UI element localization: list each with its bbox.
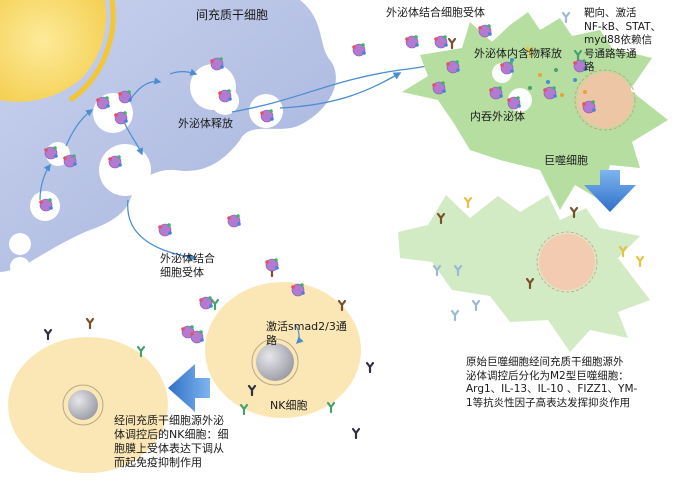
nk-cell-label: NK细胞 [270,399,308,412]
m2-nucleus-ring [536,231,598,293]
exosome-icon [63,154,77,168]
endocytosis-label: 内吞外泌体 [470,110,525,123]
big-arrow-down [584,170,636,212]
exosome-icon [210,57,224,71]
macrophage-cell [402,12,668,210]
regulated-nk-nucleus [68,390,98,420]
exosome-icon [218,89,232,103]
exosome-release-label: 外泌体释放 [178,117,233,130]
m2-macrophage-cell [398,195,650,352]
exosome-icon [265,258,279,272]
big-arrow-left [168,364,210,412]
nk-receptor-label: 外泌体结合 细胞受体 [160,252,215,279]
exosome-icon [114,111,128,125]
exosome-icon [432,81,446,95]
exosome-icon [199,296,213,310]
msc-nucleus [0,0,107,102]
exosome-icon [446,60,460,74]
exosome-icon [543,86,557,100]
exosome-icon [39,198,53,212]
exosome-icon [118,90,132,104]
exosome-icon [291,283,305,297]
regulated-nk-description: 经间充质干细胞源外泌 体调控后的NK细胞：细 胞膜上受体表达下调从 而起免疫抑制… [114,414,229,469]
m2-nucleus [539,234,595,290]
exosome-icon [582,100,596,114]
exosome-bind-receptor-label: 外泌体结合细胞受体 [386,6,485,19]
nk-nucleus [256,343,294,381]
exosome-icon [44,146,58,160]
release-arrows [39,68,198,201]
exosome-icon [405,35,419,49]
exosome-icon [573,59,587,73]
arrow-to-nk [127,199,197,261]
nk-nucleus-ring [251,338,299,386]
exosome-icon [108,155,122,169]
macrophage-nucleus [577,72,633,128]
arrow-to-macrophage-2 [279,72,402,109]
exosome-icon [227,214,241,228]
exosome-icon [260,109,274,123]
msc-nucleus-rim [68,0,116,103]
cargo-release-label: 外泌体内含物释放 [474,47,562,60]
exosome-icon [478,24,492,38]
pathway-label: 靶向、激活 NF-kB、STAT、 myd88依赖信 号通路等通 路 [584,7,662,73]
arrow-smad [294,324,304,345]
m2-description: 原始巨噬细胞经间充质干细胞源外 泌体调控后分化为M2型巨噬细胞： Arg1、IL… [466,356,638,409]
smad-pathway-label: 激活smad2/3通 路 [266,320,347,347]
exosome-icon [352,43,366,57]
exosome-icon [158,223,172,237]
msc-label: 间充质干细胞 [196,8,269,22]
exosome-icon [190,330,204,344]
exosome-icon [489,86,503,100]
exosome-icon [434,35,448,49]
macrophage-label: 巨噬细胞 [544,154,588,167]
exosomes [39,24,596,344]
signal-particles [510,58,587,97]
macrophage-nucleus-ring [574,69,636,131]
exosome-icon [96,96,110,110]
exosome-icon [507,96,521,110]
exosome-icon [500,61,514,75]
regulated-nk-nucleus-ring [62,384,104,426]
